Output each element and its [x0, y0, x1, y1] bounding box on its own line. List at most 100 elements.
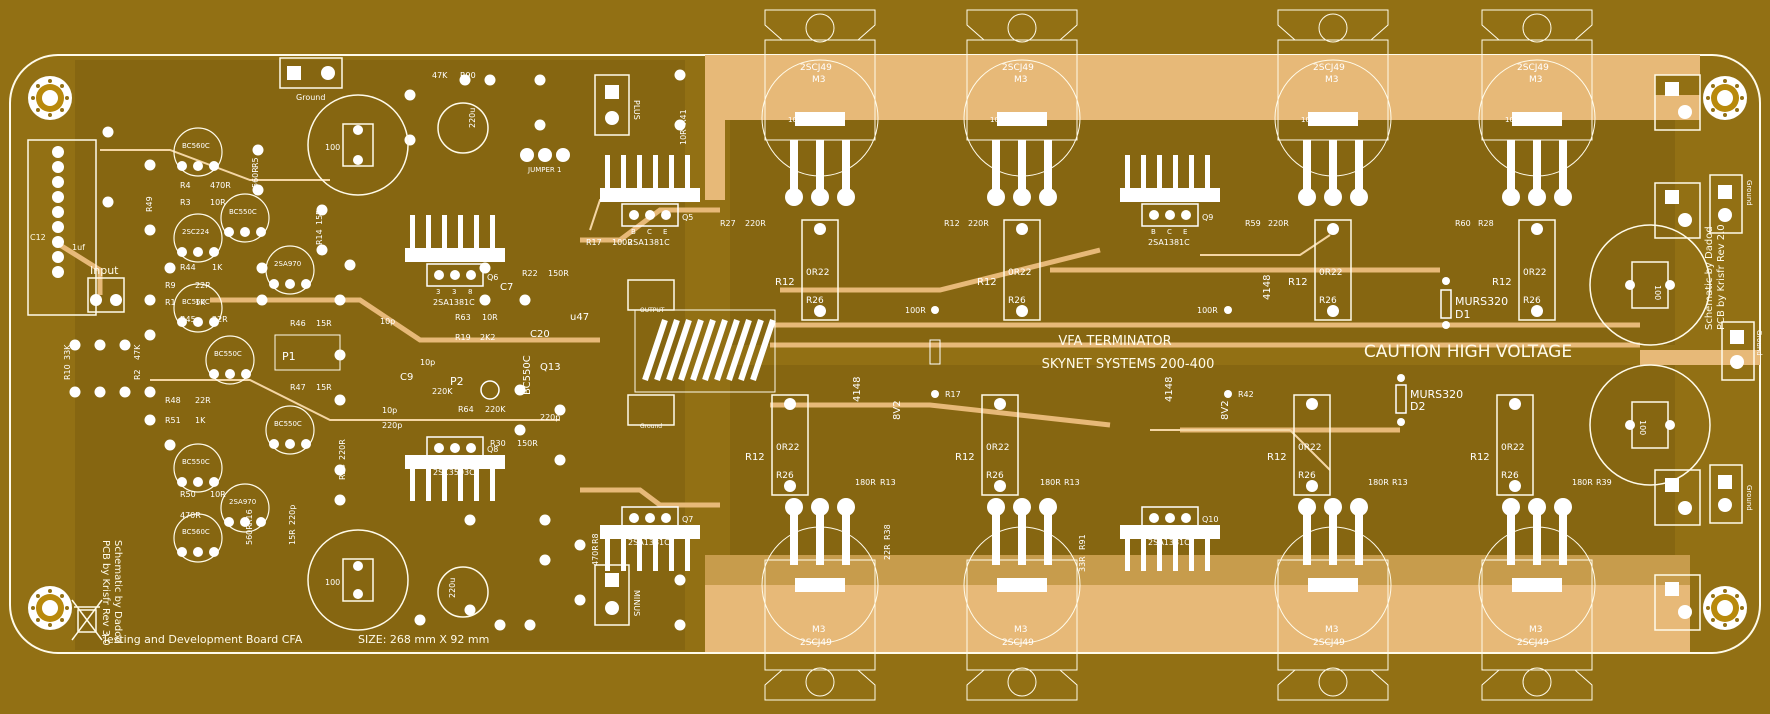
emitter-resistor-pad: [1327, 305, 1339, 317]
driver-body: [1141, 506, 1199, 530]
resistor-label: 220R: [1268, 219, 1289, 228]
heatsink-fin: [1157, 533, 1162, 571]
driver-pin: [661, 210, 671, 220]
minus-label: MINUS: [632, 590, 641, 616]
resistor-label: 220K: [485, 405, 506, 414]
small-transistor-pin: [269, 439, 279, 449]
mounting-hole-via: [1735, 593, 1740, 598]
minus-pad-outline: [594, 564, 630, 626]
heatsink-fin: [621, 533, 626, 571]
bulk-cap-bottom-value: 100: [325, 578, 340, 587]
emitter-resistor-pad: [1531, 305, 1543, 317]
plus-pad-1: [605, 85, 619, 99]
driver-pin: [450, 270, 460, 280]
transistor-leg: [1507, 140, 1515, 200]
minus-pad-2: [605, 601, 619, 615]
resistor-label: R12: [944, 219, 960, 228]
solder-pad: [334, 464, 346, 476]
ground-pad-2: [321, 66, 335, 80]
emitter-resistor-ref: R26: [776, 471, 794, 481]
solder-pad: [119, 339, 131, 351]
connector-pin: [52, 251, 64, 263]
input-pin-2: [110, 294, 122, 306]
emitter-resistor-body: [1518, 219, 1556, 321]
input-pad-outline: [87, 277, 125, 313]
thin-trace-4: [1200, 234, 1331, 256]
resistor-label: R2: [133, 369, 142, 380]
tab-hole: [1522, 13, 1552, 43]
solder-pad: [102, 126, 114, 138]
resistor-label: 22R: [212, 315, 228, 324]
driver-part-label: 2SA1381C: [433, 298, 475, 307]
solder-pad: [534, 74, 546, 86]
coil-turn: [642, 319, 668, 381]
driver-pin: [466, 270, 476, 280]
emitter-resistor-pad: [784, 480, 796, 492]
small-transistor-label: BC560C: [182, 142, 210, 150]
driver-pin-label: 3: [436, 288, 440, 296]
jumper-pad-2: [538, 148, 552, 162]
right-terminal-2-pad: [1665, 190, 1679, 204]
small-transistor-label: 2SA970: [229, 498, 256, 506]
driver-ref-label: Q10: [1202, 515, 1218, 524]
transistor-leg: [1507, 505, 1515, 565]
plus-pad-outline: [594, 74, 630, 136]
heatsink-fin: [685, 533, 690, 571]
input-connector-pins: [52, 146, 122, 306]
solder-pad: [479, 294, 491, 306]
solder-pad: [334, 394, 346, 406]
small-transistor-pin: [209, 317, 219, 327]
power-transistor-part: 2SCJ49: [1313, 638, 1345, 648]
mounting-hole-via: [60, 618, 65, 623]
transistor-leg: [842, 140, 850, 200]
transistor-pad: [1013, 498, 1031, 516]
resistor-label: 47K: [432, 71, 448, 80]
resistor-label: R38: [883, 524, 892, 540]
r100-right: 100R: [1197, 306, 1218, 315]
resistor-label: 100R: [612, 238, 633, 247]
c20-label: C20: [530, 329, 550, 340]
solder-pad: [554, 454, 566, 466]
driver-part-label: 2SA1381C: [1148, 538, 1190, 547]
driver-pin-label: E: [1183, 228, 1187, 236]
coil-turn: [726, 319, 752, 381]
resistor-label: 15R: [316, 383, 332, 392]
resistor-label: R51: [165, 416, 181, 425]
r17-pad2: [931, 390, 939, 398]
emitter-resistor-label: R12: [1288, 277, 1308, 288]
heatsink-base: [600, 188, 700, 202]
c9-label: C9: [400, 372, 413, 383]
light-zone-group: [705, 55, 1760, 652]
heatsink-base: [1120, 188, 1220, 202]
heatsink-fin: [685, 155, 690, 193]
solder-pad: [674, 574, 686, 586]
jumper-pad-3: [556, 148, 570, 162]
solder-pad: [574, 594, 586, 606]
resistor-label: 15R: [315, 209, 324, 225]
power-transistor-value: 100: [1549, 582, 1562, 590]
small-transistor-outline: [220, 193, 270, 243]
transistor-leg: [992, 140, 1000, 200]
bulk-cap-right-bottom-pad: [1625, 420, 1635, 430]
transistor-leg: [992, 505, 1000, 565]
transistor-pad: [1324, 188, 1342, 206]
coil-turn: [714, 319, 740, 381]
mounting-hole-via: [48, 113, 52, 117]
mounting-hole-via: [1710, 83, 1715, 88]
transistor-leg: [1018, 140, 1026, 200]
right-ground-3-label: Ground: [1745, 485, 1753, 511]
heatsink-fin: [458, 215, 463, 253]
resistor-label: R10: [63, 364, 72, 380]
resistor-label: R14: [315, 229, 324, 245]
trace-input: [58, 242, 103, 295]
r17-label: R17: [945, 390, 961, 399]
transistor-pad: [987, 498, 1005, 516]
driver-body: [621, 506, 679, 530]
bulk-cap-top-pad2: [353, 155, 363, 165]
resistor-label: 220p: [288, 505, 297, 525]
resistor-label: R13: [1064, 478, 1080, 487]
